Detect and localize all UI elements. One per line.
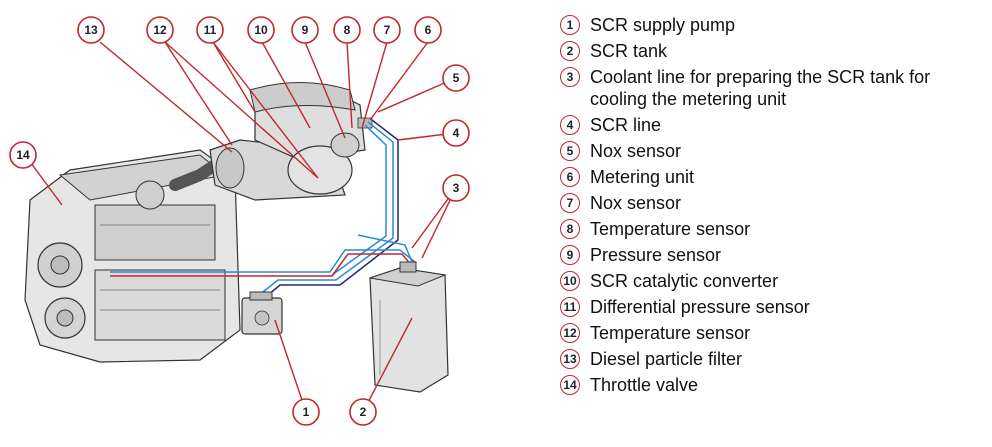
legend-number: 4 (560, 115, 580, 135)
legend-label: Coolant line for preparing the SCR tank … (590, 67, 931, 109)
scr-supply-pump (241, 291, 283, 335)
svg-text:3: 3 (453, 181, 460, 195)
legend-number: 1 (560, 15, 580, 35)
legend-label: Throttle valve (590, 375, 699, 395)
svg-text:7: 7 (384, 23, 391, 37)
callout-11: 11 (196, 16, 224, 44)
legend-number: 5 (560, 141, 580, 161)
callouts: 13 12 11 10 9 8 7 6 5 4 3 14 1 2 (9, 16, 470, 426)
svg-text:4: 4 (453, 126, 460, 140)
legend-label: Differential pressure sensor (590, 297, 810, 317)
legend-number: 2 (560, 41, 580, 61)
legend-item-14: 14 Throttle valve (560, 374, 980, 396)
callout-9: 9 (291, 16, 319, 44)
legend-label: Diesel particle filter (590, 349, 743, 369)
engine-illustration (24, 149, 241, 363)
svg-text:14: 14 (16, 148, 30, 162)
legend-label: SCR line (590, 115, 662, 135)
svg-text:2: 2 (360, 405, 367, 419)
legend-item-10: 10 SCR catalytic converter (560, 270, 980, 292)
legend-label: SCR tank (590, 41, 668, 61)
svg-text:6: 6 (425, 23, 432, 37)
legend-label: Nox sensor (590, 193, 682, 213)
legend-number: 12 (560, 323, 580, 343)
callout-3: 3 (442, 174, 470, 202)
legend-number: 3 (560, 67, 580, 87)
svg-text:1: 1 (303, 405, 310, 419)
callout-6: 6 (414, 16, 442, 44)
svg-text:9: 9 (302, 23, 309, 37)
legend-number: 9 (560, 245, 580, 265)
legend-label: Metering unit (590, 167, 695, 187)
legend-item-13: 13 Diesel particle filter (560, 348, 980, 370)
legend-item-1: 1 SCR supply pump (560, 14, 980, 36)
legend-label: Pressure sensor (590, 245, 722, 265)
callout-14: 14 (9, 141, 37, 169)
callout-7: 7 (373, 16, 401, 44)
legend-item-9: 9 Pressure sensor (560, 244, 980, 266)
legend-number: 7 (560, 193, 580, 213)
callout-1: 1 (292, 398, 320, 426)
svg-text:10: 10 (254, 23, 268, 37)
legend-item-4: 4 SCR line (560, 114, 980, 136)
legend: 1 SCR supply pump 2 SCR tank 3 Coolant l… (560, 14, 980, 400)
svg-text:12: 12 (153, 23, 167, 37)
legend-number: 6 (560, 167, 580, 187)
legend-item-5: 5 Nox sensor (560, 140, 980, 162)
legend-item-2: 2 SCR tank (560, 40, 980, 62)
scr-system-diagram: 13 12 11 10 9 8 7 6 5 4 3 14 1 2 (9, 16, 470, 426)
svg-text:5: 5 (453, 71, 460, 85)
legend-item-7: 7 Nox sensor (560, 192, 980, 214)
legend-item-6: 6 Metering unit (560, 166, 980, 188)
exhaust-pipe (169, 159, 221, 191)
legend-item-8: 8 Temperature sensor (560, 218, 980, 240)
legend-number: 10 (560, 271, 580, 291)
svg-text:8: 8 (344, 23, 351, 37)
leader-lines (24, 41, 457, 413)
legend-label: Temperature sensor (590, 323, 751, 343)
svg-text:11: 11 (204, 23, 217, 37)
legend-number: 13 (560, 349, 580, 369)
callout-2: 2 (349, 398, 377, 426)
legend-number: 8 (560, 219, 580, 239)
callout-5: 5 (442, 64, 470, 92)
callout-12: 12 (146, 16, 174, 44)
scr-tank (369, 261, 449, 393)
legend-item-12: 12 Temperature sensor (560, 322, 980, 344)
legend-label: Nox sensor (590, 141, 682, 161)
legend-label: SCR catalytic converter (590, 271, 779, 291)
legend-item-3: 3 Coolant line for preparing the SCR tan… (560, 66, 980, 110)
legend-number: 11 (560, 297, 580, 317)
svg-text:13: 13 (84, 23, 98, 37)
callout-4: 4 (442, 119, 470, 147)
scr-lines (110, 119, 416, 301)
legend-label: Temperature sensor (590, 219, 751, 239)
legend-number: 14 (560, 375, 580, 395)
legend-label: SCR supply pump (590, 15, 736, 35)
callout-8: 8 (333, 16, 361, 44)
callout-10: 10 (247, 16, 275, 44)
scr-catalytic-converter (249, 82, 366, 195)
callout-13: 13 (77, 16, 105, 44)
legend-item-11: 11 Differential pressure sensor (560, 296, 980, 318)
